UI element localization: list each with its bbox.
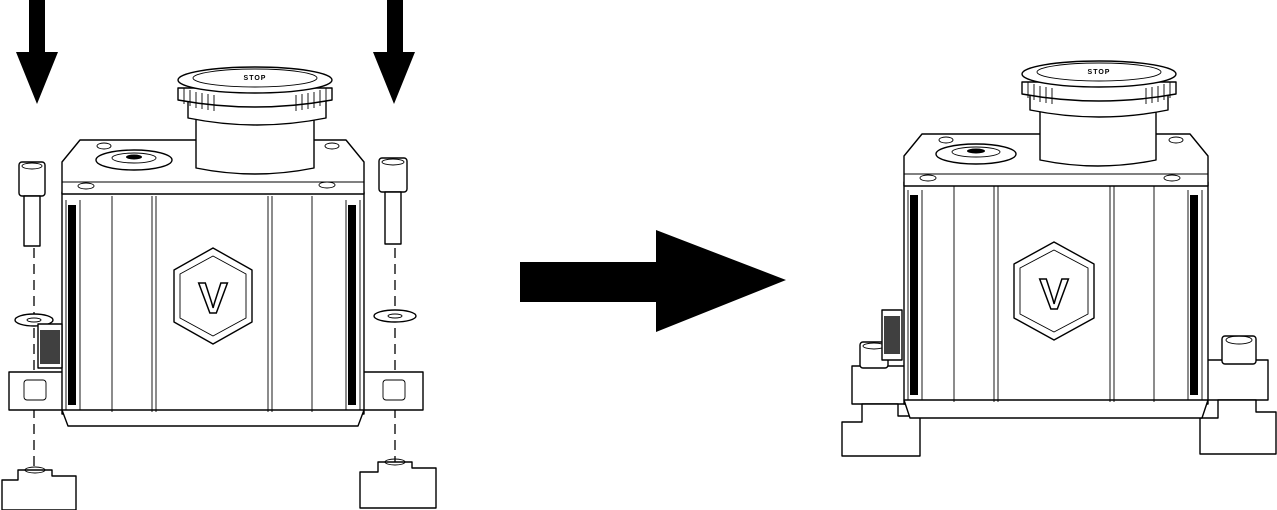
base-plate [61,409,365,427]
bracket-slot [382,379,406,401]
emergency-stop-button: STOP [1021,60,1177,167]
bracket-slot [23,379,47,401]
logo-text: V [1039,270,1069,319]
stop-label: STOP [1088,69,1111,76]
screw-icon [1221,335,1257,365]
t-nut-icon [841,403,921,457]
down-arrow-icon [373,0,415,104]
stop-label: STOP [244,75,267,82]
down-arrow-icon [16,0,58,104]
before-assembly: STOP V [1,0,437,510]
spring-icon [881,309,903,361]
washer-icon [373,309,417,323]
hexagon-logo-icon: V [1013,241,1095,341]
mounting-bracket-left [8,371,71,411]
base-plate [903,399,1209,419]
t-nut-icon [1,466,77,510]
screw-icon [18,161,46,247]
after-assembly: STOP V [841,60,1277,457]
t-nut-icon [1199,399,1277,455]
hexagon-logo-icon: V [173,247,253,345]
right-arrow-icon [520,230,786,332]
washer-icon [14,313,54,327]
logo-text: V [198,274,228,323]
emergency-stop-button: STOP [177,66,333,175]
spring-icon [37,323,63,369]
mounting-bracket-right [1205,359,1269,401]
t-nut-icon [359,458,437,509]
mounting-bracket-right [359,371,424,411]
screw-icon [378,157,408,245]
